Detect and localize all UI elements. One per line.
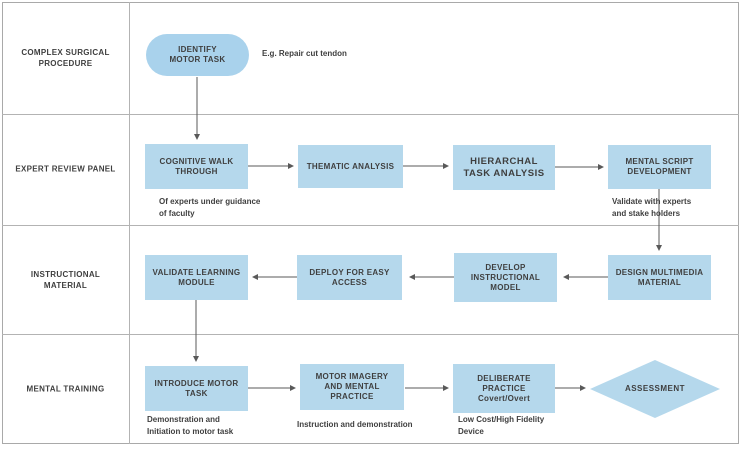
diagram-frame [2,2,739,444]
node-develop-instructional-model: DEVELOP INSTRUCTIONAL MODEL [454,253,557,302]
node-hierarchal-task-analysis: HIERARCHAL TASK ANALYSIS [453,145,555,190]
node-validate-learning-module: VALIDATE LEARNING MODULE [145,255,248,300]
node-thematic-analysis: THEMATIC ANALYSIS [298,145,403,188]
node-motor-imagery-mental-practice: MOTOR IMAGERY AND MENTAL PRACTICE [300,364,404,410]
lane-divider-3 [2,334,739,335]
note-low-cost-device: Low Cost/High Fidelity Device [458,415,545,436]
lane-label-divider [129,2,130,444]
node-deliberate-practice: DELIBERATE PRACTICE Covert/Overt [453,364,555,413]
note-instruction-demonstration: Instruction and demonstration [297,420,413,429]
lane-label-complex-surgical-procedure: COMPLEX SURGICAL PROCEDURE [21,48,110,68]
node-introduce-motor-task: INTRODUCE MOTOR TASK [145,366,248,411]
lane-divider-2 [2,225,739,226]
node-identify-motor-task: IDENTIFY MOTOR TASK [146,34,249,76]
node-deploy-for-easy-access: DEPLOY FOR EASY ACCESS [297,255,402,300]
lane-label-mental-training: MENTAL TRAINING [26,384,105,394]
note-experts-guidance: Of experts under guidance of faculty [159,197,261,218]
note-validate-experts: Validate with experts and stake holders [612,197,692,218]
lane-label-instructional-material: INSTRUCTIONAL MATERIAL [30,270,101,290]
node-mental-script-development: MENTAL SCRIPT DEVELOPMENT [608,145,711,189]
note-demonstration-initiation: Demonstration and Initiation to motor ta… [147,415,234,436]
lane-label-expert-review-panel: EXPERT REVIEW PANEL [15,164,116,174]
node-design-multimedia-material: DESIGN MULTIMEDIA MATERIAL [608,255,711,300]
node-cognitive-walk-through: COGNITIVE WALK THROUGH [145,144,248,189]
note-example-repair-tendon: E.g. Repair cut tendon [262,49,347,58]
lane-divider-1 [2,114,739,115]
